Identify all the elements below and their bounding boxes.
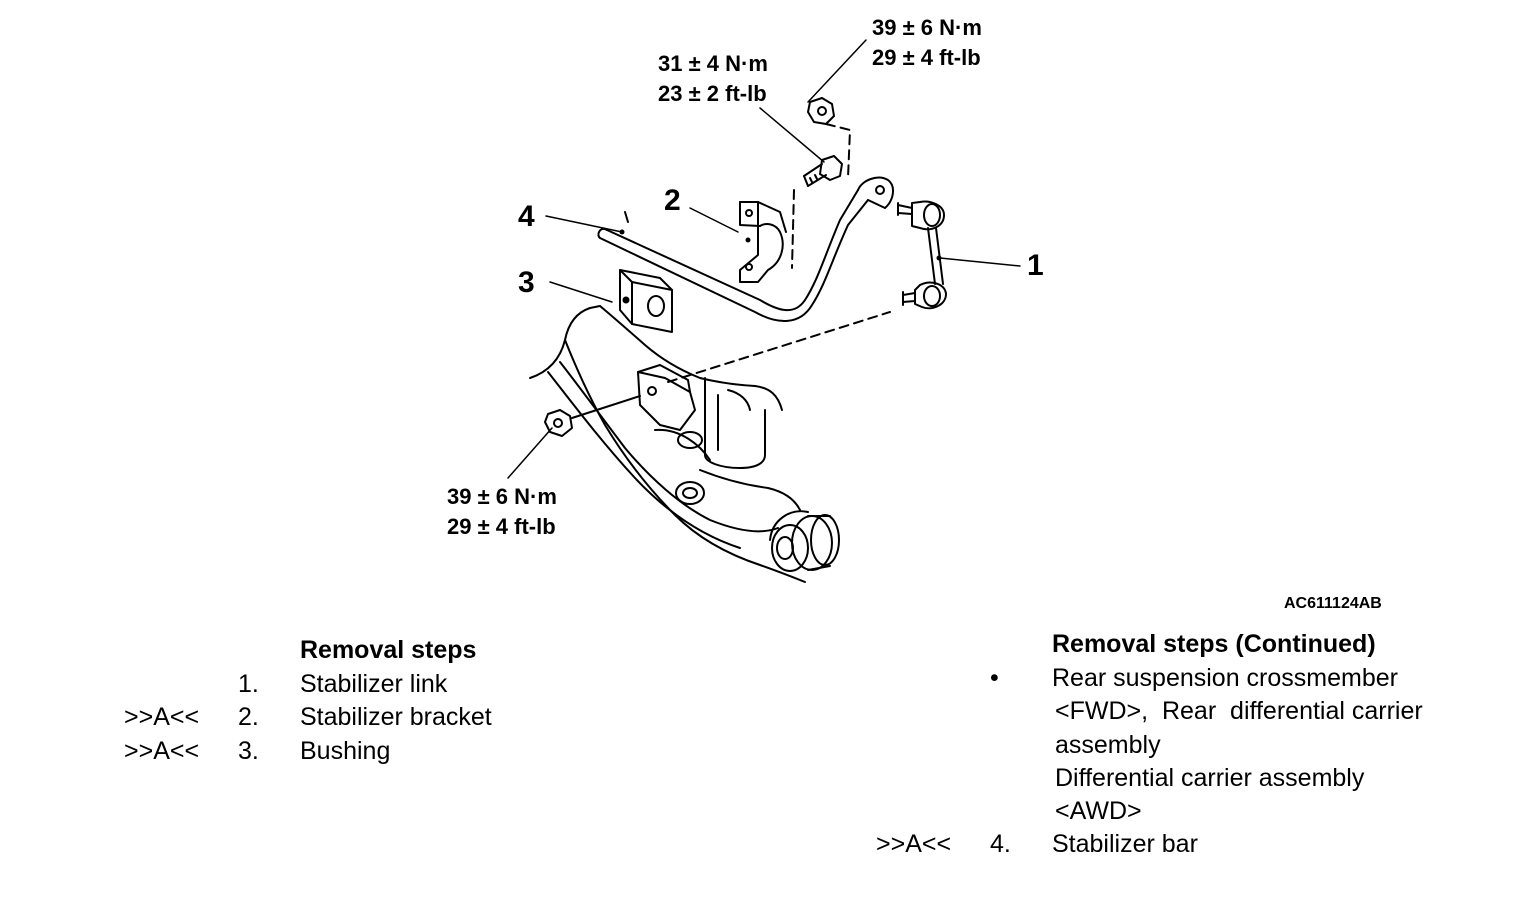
stabilizer-bar-drawing	[597, 176, 894, 323]
left-step-2-marker: >>A<<	[124, 703, 200, 731]
right-step-4-text: Stabilizer bar	[1052, 830, 1198, 858]
assembly-lines	[667, 123, 891, 383]
callout-1: 1	[1027, 249, 1044, 282]
bullet-marker: •	[990, 664, 999, 692]
torque-ftlb: 29 ± 4 ft-lb	[447, 514, 556, 539]
crossmember-step-line-2: <FWD>, Rear differential carrier	[1055, 697, 1423, 725]
torque-label-top-right: 39 ± 6 N·m 29 ± 4 ft-lb	[872, 13, 982, 73]
left-step-2-number: 2.	[238, 703, 259, 731]
leader-dots	[619, 229, 942, 303]
left-step-3-number: 3.	[238, 737, 259, 765]
torque-nm: 39 ± 6 N·m	[447, 484, 557, 509]
crossmember-step-line-5: <AWD>	[1055, 797, 1142, 825]
torque-nm: 39 ± 6 N·m	[872, 15, 982, 40]
torque-ftlb: 23 ± 2 ft-lb	[658, 81, 767, 106]
stabilizer-bracket-drawing	[739, 201, 787, 283]
crossmember-drawing	[529, 305, 840, 583]
stabilizer-link-drawing	[897, 200, 947, 310]
crossmember-step-line-1: Rear suspension crossmember	[1052, 664, 1398, 692]
left-step-3-text: Bushing	[300, 737, 391, 765]
torque-label-bottom: 39 ± 6 N·m 29 ± 4 ft-lb	[447, 482, 557, 542]
bushing-drawing	[619, 269, 673, 333]
crossmember-step-line-4: Differential carrier assembly	[1055, 764, 1365, 792]
torque-nm: 31 ± 4 N·m	[658, 51, 768, 76]
left-step-3-marker: >>A<<	[124, 737, 200, 765]
right-list-heading: Removal steps (Continued)	[1052, 630, 1376, 658]
figure-id: AC611124AB	[1284, 595, 1382, 612]
leader-lines	[507, 39, 1021, 479]
left-step-1-text: Stabilizer link	[300, 670, 448, 698]
callout-3: 3	[518, 266, 535, 299]
right-step-4-number: 4.	[990, 830, 1011, 858]
left-list-heading: Removal steps	[300, 636, 477, 664]
torque-ftlb: 29 ± 4 ft-lb	[872, 45, 981, 70]
stabilizer-exploded-diagram	[507, 39, 1021, 583]
left-step-1-number: 1.	[238, 670, 259, 698]
callout-4: 4	[518, 200, 535, 233]
torque-label-top-middle: 31 ± 4 N·m 23 ± 2 ft-lb	[658, 49, 768, 109]
crossmember-step-line-3: assembly	[1055, 731, 1161, 759]
right-step-4-marker: >>A<<	[876, 830, 952, 858]
fasteners-drawing	[544, 97, 843, 437]
left-step-2-text: Stabilizer bracket	[300, 703, 492, 731]
assembly-lines-solid	[571, 395, 641, 419]
callout-2: 2	[664, 184, 681, 217]
